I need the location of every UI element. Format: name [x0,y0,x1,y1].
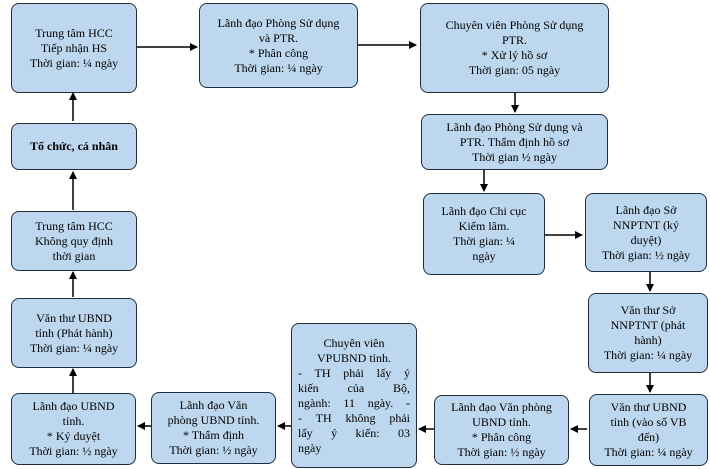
node-vp-specialist: Chuyên viên VPUBND tỉnh. - TH phải lấy ý… [291,323,417,468]
node-phong-review: Lãnh đạo Phòng Sử dụng và PTR. Thẩm định… [421,114,608,170]
node-phong-assign: Lãnh đạo Phòng Sử dụng và PTR. * Phân cô… [199,3,358,88]
node-ubnd-clerk-in: Văn thư UBND tỉnh (vào số VB đến) Thời g… [589,394,708,466]
node-vp-review: Lãnh đạo Văn phòng UBND tỉnh. * Thẩm địn… [151,392,276,464]
node-chicuc: Lãnh đạo Chi cục Kiểm lâm. Thời gian: ¼ … [423,193,545,275]
node-citizen: Tổ chức, cá nhân [11,123,137,170]
node-so-sign: Lãnh đạo Sở NNPTNT (ký duyệt) Thời gian:… [585,193,707,272]
node-vp-assign: Lãnh đạo Văn phòng UBND tỉnh. * Phân côn… [434,395,569,465]
node-ubnd-clerk-issue: Văn thư UBND tỉnh (Phát hành) Thời gian:… [11,298,137,368]
node-so-clerk-issue: Văn thư Sở NNPTNT (phát hành) Thời gian:… [588,293,708,373]
node-specialist: Chuyên viên Phòng Sử dụng PTR. * Xử lý h… [420,3,609,93]
node-hcc-receive: Trung tâm HCC Tiếp nhận HS Thời gian: ¼ … [11,3,137,93]
node-hcc-return: Trung tâm HCC Không quy định thời gian [11,211,137,271]
node-ubnd-sign: Lãnh đạo UBND tỉnh. * Ký duyệt Thời gian… [11,393,136,465]
